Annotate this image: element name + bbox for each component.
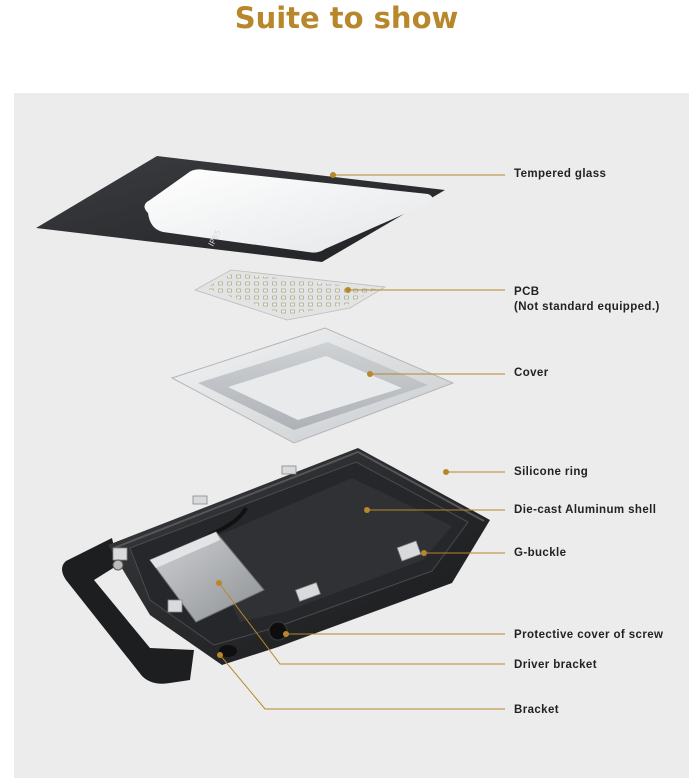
tempered-glass-illustration: IP65 [36,156,445,262]
label-die-cast-shell: Die-cast Aluminum shell [514,504,657,516]
label-driver-bracket: Driver bracket [514,659,597,671]
label-pcb: PCB [514,286,540,298]
label-pcb-note: (Not standard equipped.) [514,301,660,313]
pcb-illustration [194,269,387,321]
label-silicone-ring: Silicone ring [514,466,589,478]
label-g-buckle: G-buckle [514,547,567,559]
page-title: Suite to show [234,1,459,35]
cover-illustration [170,327,455,444]
label-cover: Cover [514,367,549,379]
leader-dots [216,172,449,658]
label-screw-cover: Protective cover of screw [514,629,664,641]
label-bracket: Bracket [514,704,559,716]
leader-lines [218,174,505,710]
label-tempered-glass: Tempered glass [514,168,607,180]
shell-illustration [62,448,490,684]
